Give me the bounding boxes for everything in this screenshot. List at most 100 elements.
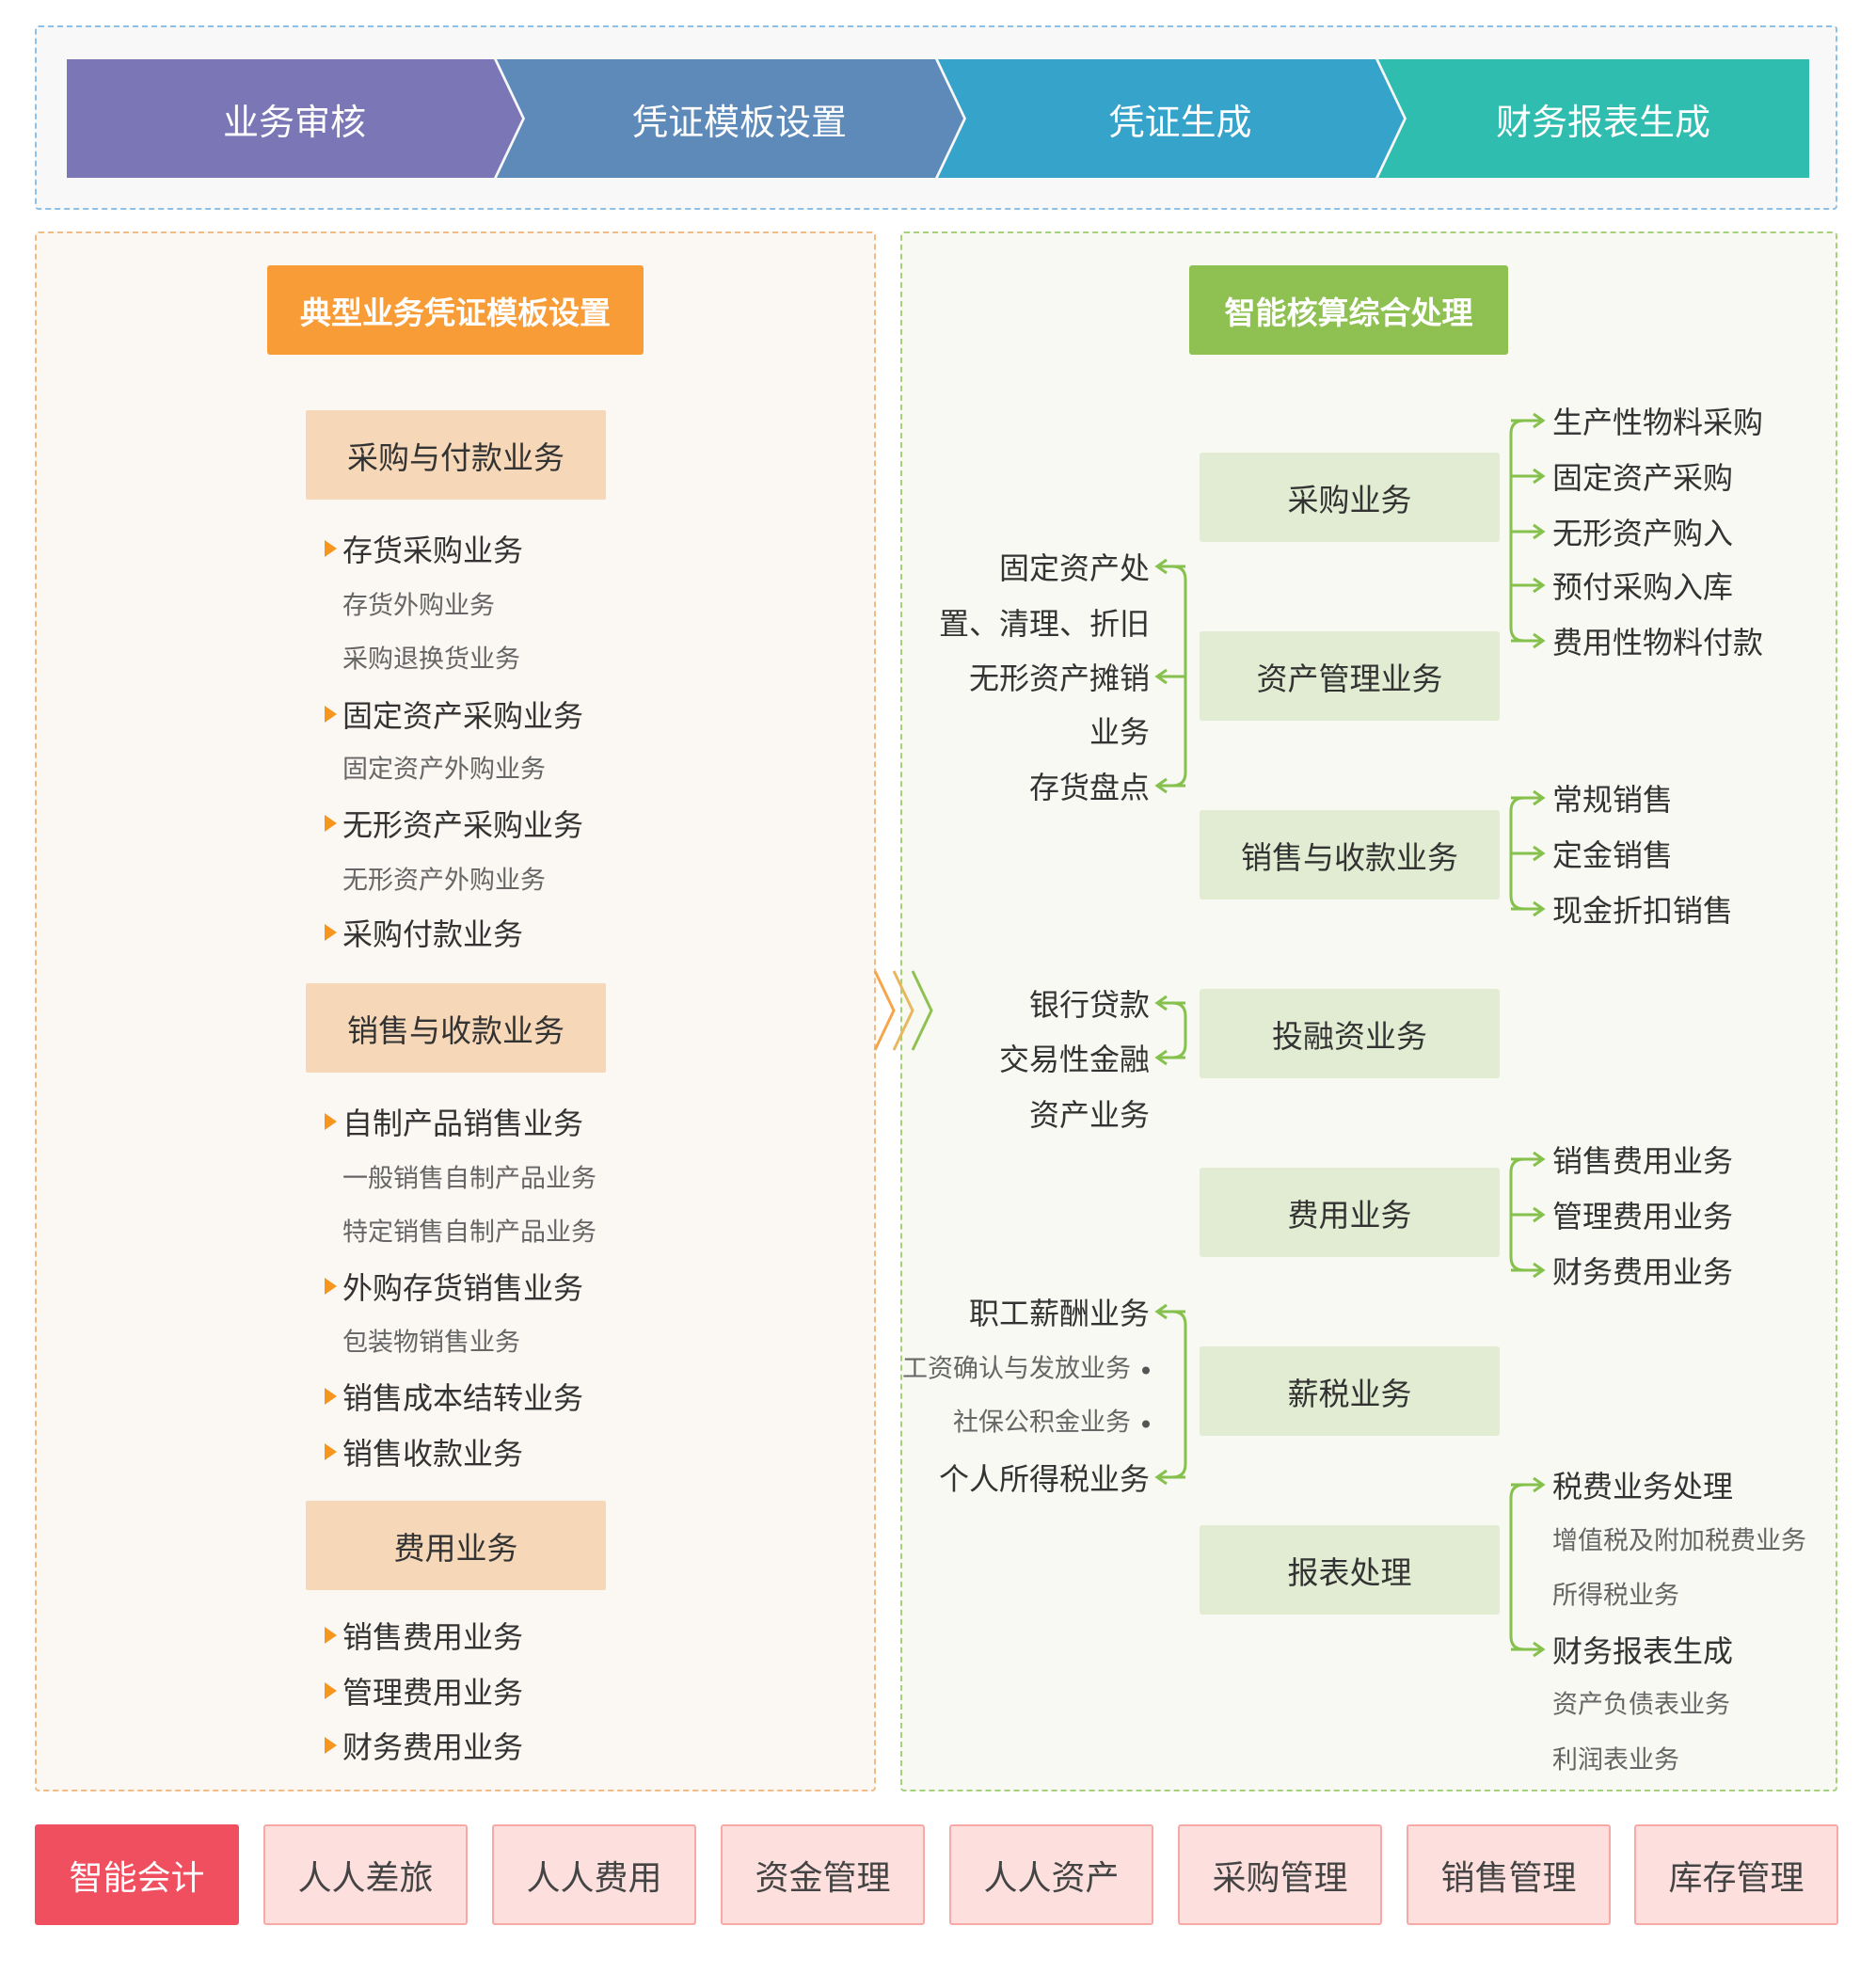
item-label: 无形资产外购业务 (342, 866, 546, 896)
item-label: 存货盘点 (1028, 770, 1150, 805)
arrow-right-icon (1533, 789, 1546, 806)
process-item: 财务费用业务 (1552, 1254, 1734, 1290)
process-box: 投融资业务 (1200, 989, 1500, 1078)
process-box: 薪税业务 (1200, 1346, 1500, 1436)
process-item: 交易性金融 (999, 1036, 1150, 1079)
item-label: 无形资产摊销 (968, 661, 1150, 696)
process-item: 税费业务处理 (1552, 1469, 1734, 1504)
item-label: 管理费用业务 (342, 1675, 524, 1711)
process-item: 所得税业务 (1552, 1581, 1679, 1611)
process-item: 社保公积金业务 (953, 1402, 1150, 1439)
left-panel-title: 典型业务凭证模板设置 (267, 265, 644, 355)
item-label: 固定资产采购业务 (342, 698, 584, 734)
arrow-icon (325, 706, 337, 723)
arrow-right-icon (1533, 1262, 1546, 1279)
item-label: 个人所得税业务 (938, 1461, 1150, 1497)
arrow-right-icon (1533, 1206, 1546, 1223)
process-item: 定金销售 (1552, 837, 1674, 873)
process-item: 无形资产摊销 (969, 655, 1150, 698)
process-item: 业务 (1089, 708, 1150, 752)
arrow-icon (325, 1388, 337, 1405)
flow-step-label: 财务报表生成 (1495, 101, 1710, 143)
business-item: 自制产品销售业务 (325, 1100, 584, 1143)
bullet-icon (1142, 1420, 1150, 1427)
module-tab[interactable]: 库存管理 (1634, 1824, 1838, 1925)
business-subitem: 固定资产外购业务 (342, 749, 546, 786)
category-box: 销售与收款业务 (306, 983, 606, 1073)
flow-step-label: 凭证生成 (1108, 101, 1252, 143)
item-label: 工资确认与发放业务 (902, 1354, 1131, 1384)
process-item: 利润表业务 (1552, 1745, 1679, 1775)
process-box: 报表处理 (1200, 1525, 1500, 1615)
item-label: 无形资产采购业务 (342, 807, 584, 843)
process-box: 销售与收款业务 (1200, 810, 1500, 899)
business-item: 存货采购业务 (325, 527, 524, 570)
process-item: 现金折扣销售 (1552, 893, 1734, 929)
item-label: 资产业务 (1028, 1097, 1150, 1133)
business-item: 销售费用业务 (325, 1614, 524, 1657)
process-item: 常规销售 (1552, 782, 1674, 818)
item-label: 职工薪酬业务 (968, 1296, 1150, 1331)
process-item: 存货盘点 (1029, 764, 1150, 807)
item-label: 一般销售自制产品业务 (342, 1164, 596, 1194)
item-label: 存货采购业务 (342, 533, 524, 568)
category-box: 采购与付款业务 (306, 410, 606, 500)
business-item: 财务费用业务 (325, 1724, 523, 1767)
process-box: 费用业务 (1200, 1168, 1500, 1257)
item-label: 固定资产外购业务 (342, 755, 546, 785)
arrow-left-icon (1154, 668, 1168, 685)
business-item: 无形资产采购业务 (325, 802, 584, 845)
module-tab[interactable]: 人人资产 (949, 1824, 1153, 1925)
business-item: 采购付款业务 (325, 911, 523, 954)
item-label: 业务 (1089, 714, 1150, 750)
process-item: 置、清理、折旧 (939, 600, 1150, 644)
arrow-icon (325, 1278, 337, 1295)
process-item: 职工薪酬业务 (969, 1290, 1150, 1333)
arrow-left-icon (1154, 1303, 1168, 1320)
arrow-right-icon (1533, 523, 1546, 540)
item-label: 包装物销售业务 (342, 1328, 520, 1358)
process-item: 预付采购入库 (1552, 569, 1734, 605)
flow-step: 凭证模板设置 (497, 59, 963, 178)
arrow-right-icon (1533, 412, 1546, 429)
item-label: 销售费用业务 (342, 1619, 524, 1655)
process-item: 个人所得税业务 (939, 1456, 1150, 1499)
arrow-left-icon (1154, 558, 1168, 575)
process-item: 银行贷款 (1029, 981, 1150, 1025)
process-item: 工资确认与发放业务 (902, 1348, 1150, 1385)
item-label: 销售成本结转业务 (342, 1380, 584, 1416)
process-item: 无形资产购入 (1552, 516, 1734, 551)
chevron-right-icon (911, 970, 933, 1051)
module-tab[interactable]: 智能会计 (35, 1824, 239, 1925)
item-label: 交易性金融 (998, 1042, 1150, 1077)
process-item: 资产业务 (1029, 1091, 1150, 1135)
item-label: 存货外购业务 (342, 591, 495, 621)
arrow-icon (325, 1737, 337, 1754)
bracket-line (1171, 1001, 1187, 1059)
process-item: 费用性物料付款 (1552, 625, 1764, 661)
business-item: 固定资产采购业务 (325, 692, 584, 736)
process-item: 销售费用业务 (1552, 1143, 1734, 1179)
item-label: 采购退换货业务 (342, 645, 520, 675)
item-label: 自制产品销售业务 (342, 1106, 584, 1141)
arrow-right-icon (1533, 1476, 1546, 1493)
chevron-right-icon (892, 970, 914, 1051)
process-item: 固定资产处 (999, 545, 1150, 588)
bracket-line (1171, 1310, 1187, 1479)
module-tab[interactable]: 人人费用 (492, 1824, 696, 1925)
arrow-right-icon (1533, 1641, 1546, 1658)
category-box: 费用业务 (306, 1501, 606, 1590)
module-tab[interactable]: 资金管理 (721, 1824, 925, 1925)
module-tab[interactable]: 销售管理 (1407, 1824, 1611, 1925)
bracket-line (1509, 1483, 1525, 1651)
arrow-icon (325, 1682, 337, 1699)
module-tab[interactable]: 采购管理 (1178, 1824, 1382, 1925)
arrow-icon (325, 1443, 337, 1460)
business-item: 管理费用业务 (325, 1669, 524, 1712)
business-item: 销售成本结转业务 (325, 1375, 584, 1418)
arrow-icon (325, 540, 337, 557)
item-label: 置、清理、折旧 (938, 606, 1150, 642)
arrow-right-icon (1533, 900, 1546, 917)
process-item: 资产负债表业务 (1552, 1690, 1730, 1720)
module-tab[interactable]: 人人差旅 (263, 1824, 468, 1925)
